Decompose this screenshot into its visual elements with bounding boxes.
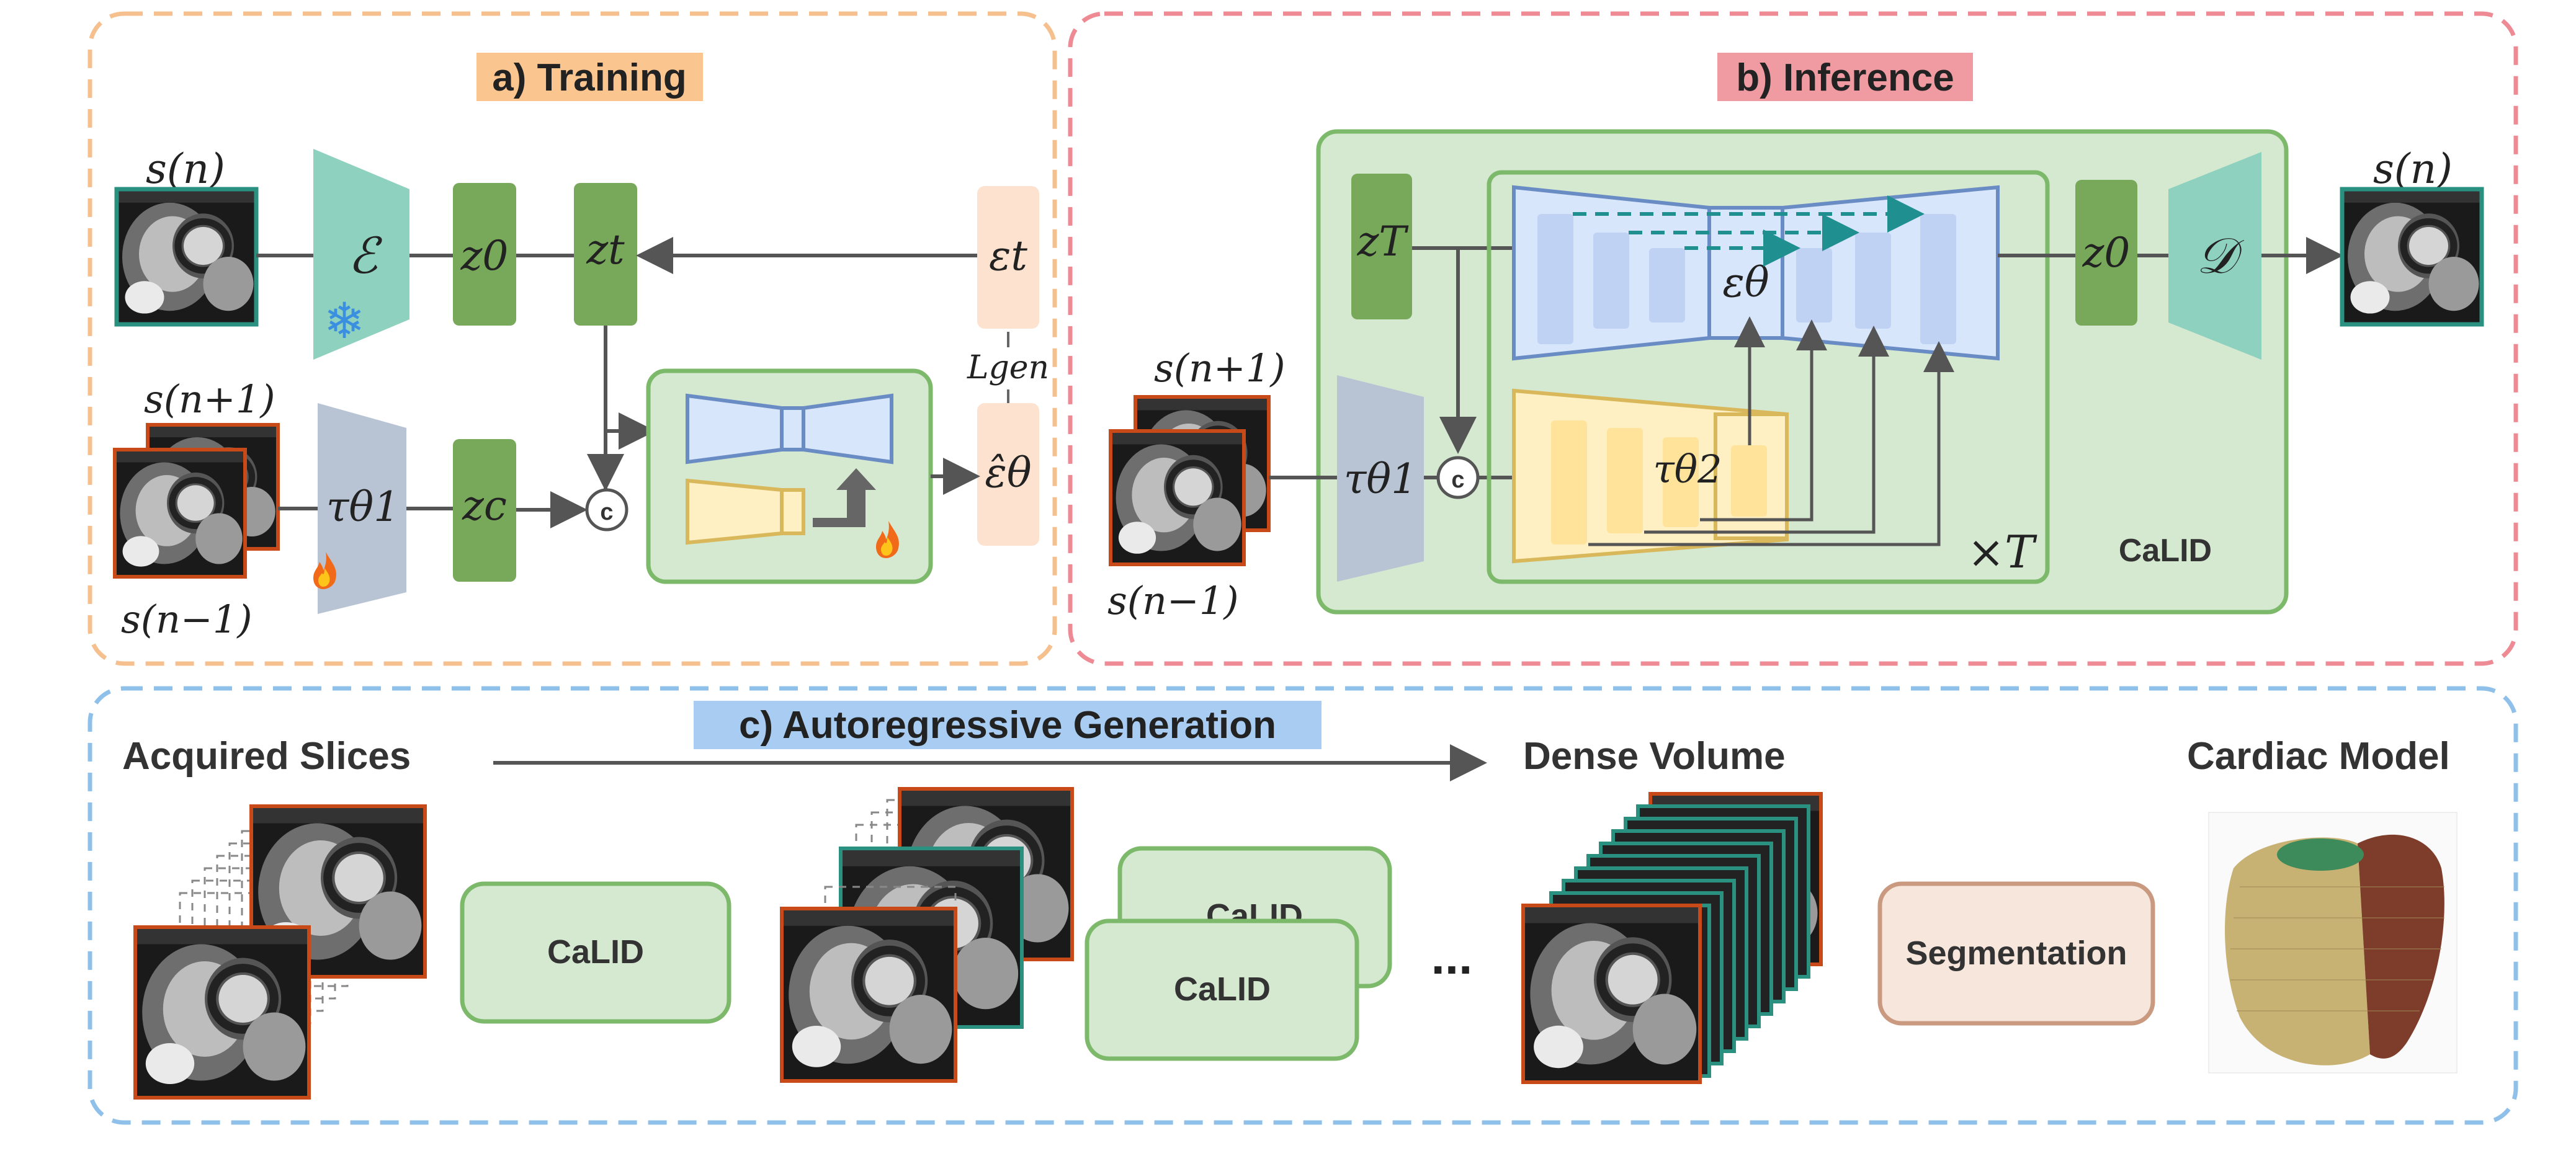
epsilon-t-box [977, 186, 1039, 329]
training-title: a) Training [492, 56, 686, 99]
training-unet-mid [780, 406, 805, 451]
tau2-block-2 [1607, 428, 1643, 533]
inference-title-bg [1717, 53, 1973, 101]
training-zc-label: zc [462, 482, 507, 530]
unet-enc-block-2 [1593, 233, 1629, 329]
unet-dec-block-2 [1855, 233, 1891, 329]
training-slice-n-label: s(n) [146, 145, 225, 193]
epsilon-t-label: εt [989, 232, 1027, 280]
cond-arrow-2 [1700, 319, 1827, 522]
segmentation-box [1877, 881, 2155, 1026]
calid-inner-box [1487, 170, 2050, 584]
autoregressive-panel-border [87, 686, 2518, 1125]
training-z0-label: z0 [460, 232, 509, 280]
epsilon-hat-box [977, 403, 1039, 546]
inference-panel-border [1068, 11, 2518, 666]
acquired-slices-label: Acquired Slices [122, 735, 411, 778]
ellipsis: ... [1431, 929, 1473, 984]
unet-enc-block-1 [1537, 214, 1573, 344]
tau2-block-3 [1663, 437, 1699, 527]
decoder-trapezoid [2168, 152, 2261, 360]
training-unet-left [686, 393, 784, 465]
unet-dec-block-3 [1920, 214, 1956, 344]
autoregressive-title-bg [694, 701, 1322, 749]
cond-arrow-3 [1644, 326, 1889, 534]
cardiac-model-label: Cardiac Model [2187, 735, 2450, 778]
training-feature-arrow [813, 468, 876, 527]
training-zt-label: zt [586, 226, 625, 273]
calid-box-3-label: CaLID [1174, 971, 1271, 1008]
inference-tau1-trapezoid [1337, 375, 1424, 582]
loss-label: Lgen [967, 349, 1049, 386]
training-tau2-mid [780, 488, 805, 535]
inference-slice-stack [1109, 395, 1271, 566]
segmentation-label: Segmentation [1905, 935, 2127, 972]
epsilon-theta-label: εθ [1722, 259, 1769, 306]
inference-output-label: s(n) [2373, 145, 2453, 193]
valve-top [2277, 838, 2364, 871]
inference-z0-box [2075, 180, 2137, 326]
encoder-trapezoid [313, 149, 409, 360]
cond-arrow-4 [1588, 341, 1954, 546]
dense-volume-stack [1521, 792, 1823, 1084]
ventricle-left [2225, 837, 2370, 1065]
training-title-bg [476, 53, 703, 101]
times-T-label: ×T [1967, 526, 2037, 578]
inference-title: b) Inference [1736, 56, 1954, 99]
calid-box-3 [1085, 918, 1359, 1061]
snowflake-icon: ❄ [323, 293, 365, 349]
autoregressive-title: c) Autoregressive Generation [739, 704, 1276, 747]
training-slice-next-label: s(n+1) [144, 376, 275, 422]
ventricle-right [2358, 834, 2444, 1059]
tau2-block-4 [1731, 445, 1767, 517]
inference-tau1-label: τθ1 [1344, 455, 1417, 503]
unet-dec-block-1 [1796, 248, 1832, 322]
calid-outer-label: CaLID [2119, 533, 2212, 569]
encoder-label: ℰ [348, 227, 383, 285]
training-zt-box [574, 183, 637, 326]
inference-slice-prev-label: s(n−1) [1107, 578, 1239, 623]
acquired-slices-stack [133, 804, 427, 1100]
inference-zT-box [1351, 174, 1412, 319]
epsilon-hat-label: ε̂θ [985, 449, 1031, 497]
tau2-block-1 [1551, 420, 1587, 545]
training-tau-trapezoid [318, 403, 406, 614]
inference-concat-label: c [1451, 467, 1464, 493]
training-slice-stack [113, 423, 280, 579]
training-tau2-trapezoid [686, 478, 784, 545]
training-concat-circle [585, 488, 628, 531]
training-tau-label: τθ1 [326, 483, 400, 531]
training-concat-label: c [600, 499, 613, 525]
calid-box-1 [460, 881, 731, 1024]
training-zc-box [453, 439, 516, 582]
inference-z0-label: z0 [2082, 229, 2131, 277]
inference-slice-next-label: s(n+1) [1154, 345, 1286, 391]
partial-slices-stack [780, 787, 1074, 1083]
inference-output-image [2340, 187, 2484, 327]
training-z0-box [453, 183, 516, 326]
inference-zT-label: zT [1357, 218, 1410, 265]
dense-volume-label: Dense Volume [1523, 735, 1786, 778]
cardiac-model-image [2208, 812, 2457, 1074]
unet-enc-block-3 [1649, 248, 1685, 322]
training-panel-border [87, 11, 1057, 666]
training-slice-n-image [114, 187, 259, 327]
inference-tau2-label: τθ2 [1653, 447, 1722, 492]
calid-box-1-label: CaLID [547, 933, 644, 971]
training-slice-prev-label: s(n−1) [121, 597, 253, 642]
training-unet-right [802, 393, 893, 465]
